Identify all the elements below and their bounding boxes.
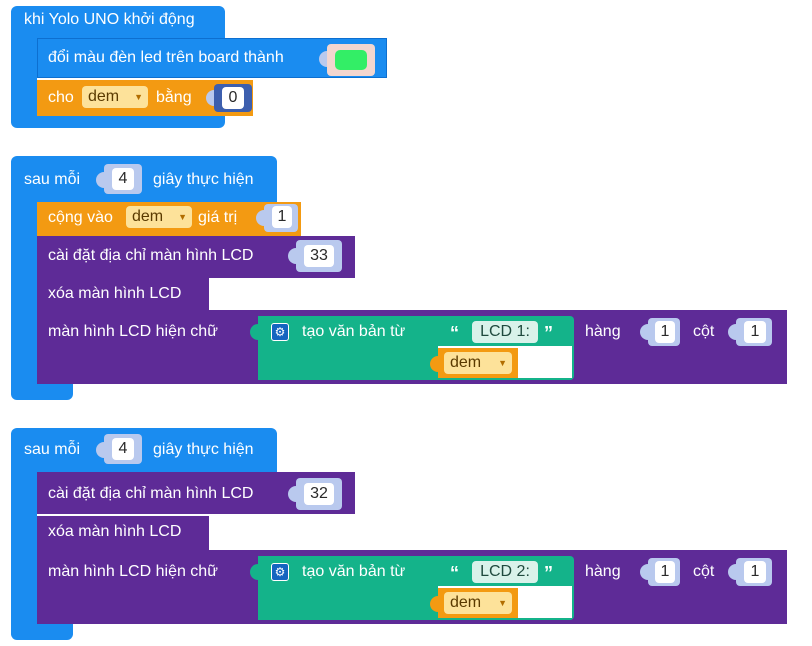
timer-suffix-label: giây thực hiện xyxy=(153,171,254,188)
quote-close-icon: ” xyxy=(544,563,553,583)
lcd-clear-block[interactable] xyxy=(37,278,209,312)
timer-header[interactable] xyxy=(11,156,277,202)
set-value-socket xyxy=(206,90,216,106)
col-socket xyxy=(728,324,738,340)
timer-block-1[interactable]: sau mỗi 4 giây thực hiện cộng vào dem ▼ … xyxy=(0,150,812,410)
led-socket xyxy=(319,51,329,67)
led-label: đổi màu đèn led trên board thành xyxy=(48,49,284,66)
set-value-number[interactable]: 0 xyxy=(222,87,244,109)
timer-prefix-label: sau mỗi xyxy=(24,441,81,458)
timer-footer xyxy=(11,384,73,400)
dropdown-arrow-icon: ▼ xyxy=(134,92,143,102)
gear-icon[interactable]: ⚙ xyxy=(271,323,289,341)
timer-body-bar xyxy=(11,472,37,632)
lcd-address-label: cài đặt địa chỉ màn hình LCD xyxy=(48,247,254,264)
create-text-label: tạo văn bản từ xyxy=(302,323,406,340)
lcd-address-socket xyxy=(288,248,298,264)
col-number[interactable]: 1 xyxy=(744,561,766,583)
dropdown-arrow-icon: ▼ xyxy=(498,358,507,368)
dropdown-arrow-icon: ▼ xyxy=(498,598,507,608)
change-variable-dropdown[interactable]: dem ▼ xyxy=(126,206,192,228)
col-number[interactable]: 1 xyxy=(744,321,766,343)
row-socket xyxy=(640,324,650,340)
text-variable-label: dem xyxy=(450,594,482,611)
lcd-address-socket xyxy=(288,486,298,502)
interval-socket xyxy=(96,442,106,458)
row-number[interactable]: 1 xyxy=(655,561,675,583)
dropdown-arrow-icon: ▼ xyxy=(178,212,187,222)
set-mid-label: bằng xyxy=(156,89,192,106)
timer-prefix-label: sau mỗi xyxy=(24,171,81,188)
row-label: hàng xyxy=(585,323,621,340)
lcd-show-socket xyxy=(250,324,260,340)
interval-socket xyxy=(96,172,106,188)
text-var-socket xyxy=(430,596,440,612)
gear-icon[interactable]: ⚙ xyxy=(271,563,289,581)
hat-label: khi Yolo UNO khởi động xyxy=(24,11,195,28)
quote-open-icon: “ xyxy=(450,323,459,343)
text-variable-label: dem xyxy=(450,354,482,371)
timer-header[interactable] xyxy=(11,428,277,472)
timer-suffix-label: giây thực hiện xyxy=(153,441,254,458)
hat-footer xyxy=(11,114,225,128)
col-label: cột xyxy=(693,323,715,340)
hat-body-bar xyxy=(11,38,37,116)
string-literal-value[interactable]: LCD 2: xyxy=(472,561,538,583)
interval-number[interactable]: 4 xyxy=(112,168,134,190)
col-label: cột xyxy=(693,563,715,580)
change-variable-label: dem xyxy=(132,208,164,225)
row-label: hàng xyxy=(585,563,621,580)
text-variable-dropdown[interactable]: dem ▼ xyxy=(444,592,512,614)
change-value-number[interactable]: 1 xyxy=(272,206,292,228)
set-prefix-label: cho xyxy=(48,89,74,106)
lcd-clear-label: xóa màn hình LCD xyxy=(48,523,182,540)
row-number[interactable]: 1 xyxy=(655,321,675,343)
interval-number[interactable]: 4 xyxy=(112,438,134,460)
text-variable-dropdown[interactable]: dem ▼ xyxy=(444,352,512,374)
lcd-address-number[interactable]: 32 xyxy=(304,483,334,505)
quote-close-icon: ” xyxy=(544,323,553,343)
timer-footer xyxy=(11,624,73,640)
text-var-socket xyxy=(430,356,440,372)
start-event-block[interactable]: khi Yolo UNO khởi động đổi màu đèn led t… xyxy=(0,0,400,140)
lcd-address-number[interactable]: 33 xyxy=(304,245,334,267)
quote-open-icon: “ xyxy=(450,563,459,583)
hat-header[interactable] xyxy=(11,6,225,38)
lcd-show-label: màn hình LCD hiện chữ xyxy=(48,563,218,580)
change-mid-label: giá trị xyxy=(198,209,238,226)
col-socket xyxy=(728,564,738,580)
lcd-clear-block[interactable] xyxy=(37,516,209,550)
create-text-label: tạo văn bản từ xyxy=(302,563,406,580)
change-value-socket xyxy=(256,210,266,226)
change-prefix-label: cộng vào xyxy=(48,209,113,226)
lcd-clear-label: xóa màn hình LCD xyxy=(48,285,182,302)
lcd-show-socket xyxy=(250,564,260,580)
string-literal-value[interactable]: LCD 1: xyxy=(472,321,538,343)
timer-block-2[interactable]: sau mỗi 4 giây thực hiện cài đặt địa chỉ… xyxy=(0,422,812,646)
variable-dropdown[interactable]: dem ▼ xyxy=(82,86,148,108)
led-color-swatch[interactable] xyxy=(335,50,367,70)
variable-dropdown-label: dem xyxy=(88,88,120,105)
lcd-address-label: cài đặt địa chỉ màn hình LCD xyxy=(48,485,254,502)
row-socket xyxy=(640,564,650,580)
lcd-show-label: màn hình LCD hiện chữ xyxy=(48,323,218,340)
timer-body-bar xyxy=(11,202,37,392)
